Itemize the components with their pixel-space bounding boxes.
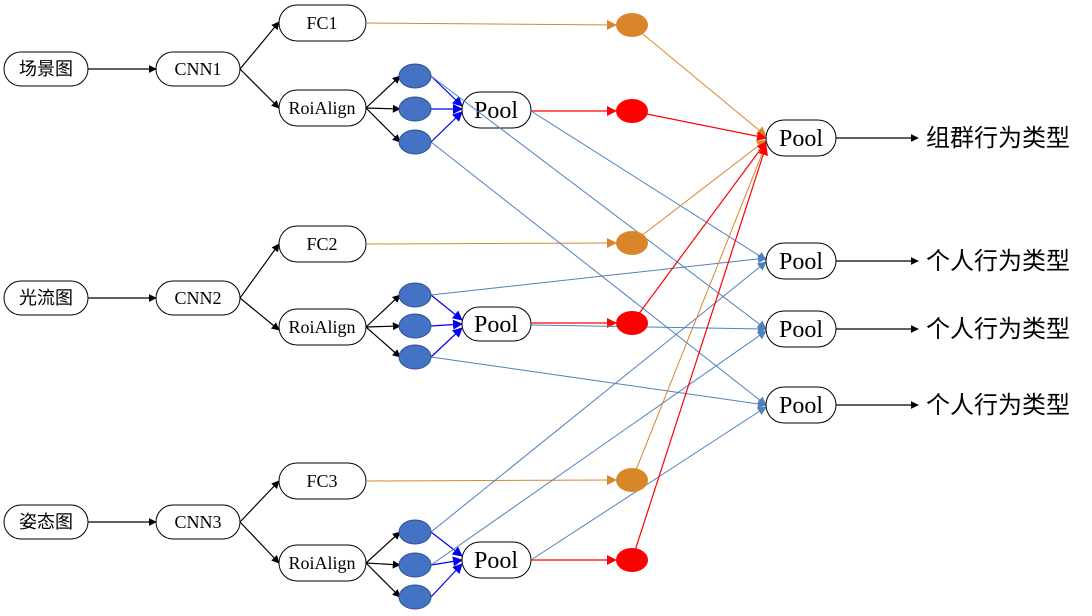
roi-node-1a <box>398 63 432 89</box>
roi-node-2a <box>398 282 432 308</box>
group-pool-label: Pool <box>779 126 823 152</box>
edge-orange3-grouppool <box>631 143 768 481</box>
edge-fc2-orange2 <box>365 238 617 249</box>
roi-node-1c <box>398 129 432 155</box>
input-label-1: 场景图 <box>19 59 73 79</box>
edge-roi1-roi1b <box>365 104 401 113</box>
edge-roi3-roi3a <box>365 531 401 564</box>
roi-node-1b <box>398 96 432 122</box>
fused-feature-nodes <box>616 13 648 572</box>
roi-pool-label-2: Pool <box>474 312 518 338</box>
edge-roi2a-pool2 <box>430 294 463 321</box>
edge-orange1-grouppool <box>631 24 767 137</box>
edge-cnn1-fc1 <box>239 21 280 70</box>
stream-1: 场景图 CNN1 FC1 RoiAlign Pool <box>3 4 532 143</box>
orange-node-1 <box>616 13 648 37</box>
roi-pool-label-1: Pool <box>474 98 518 124</box>
fc-label-1: FC1 <box>306 13 337 33</box>
edge-red3-grouppool <box>631 145 768 561</box>
edge-roi2-roi2a <box>365 294 401 328</box>
individual-output-label-3: 个人行为类型 <box>926 392 1070 419</box>
fc-label-2: FC2 <box>306 234 337 254</box>
edge-roi3a-indpool1 <box>430 261 767 533</box>
edge-roi1-roi1a <box>365 75 401 109</box>
roi-node-2b <box>398 313 432 339</box>
input-label-3: 姿态图 <box>19 512 73 532</box>
fc-label-3: FC3 <box>306 471 337 491</box>
edge-orange2-grouppool <box>631 139 767 244</box>
edge-cnn1-roi1 <box>239 68 280 109</box>
edge-pool2-indpool2 <box>530 324 767 334</box>
roi-node-3b <box>398 552 432 578</box>
individual-pool-label-2: Pool <box>779 317 823 343</box>
edge-roi2c-pool2 <box>430 327 463 358</box>
roi-pool-box-1 <box>461 91 532 129</box>
roialign-label-3: RoiAlign <box>288 553 355 573</box>
edge-red1-grouppool <box>631 110 767 142</box>
edge-pool3-indpool3 <box>530 406 767 561</box>
individual-pool-label-3: Pool <box>779 393 823 419</box>
roi-node-3a <box>398 519 432 545</box>
edge-roi3b-pool3 <box>430 556 463 567</box>
edge-roi2-roi2c <box>365 326 401 358</box>
group-output-label: 组群行为类型 <box>926 125 1070 152</box>
edge-fc1-orange1 <box>365 19 617 30</box>
group-edges <box>631 24 768 561</box>
cnn-label-1: CNN1 <box>174 59 221 79</box>
roi-feature-nodes <box>398 63 432 610</box>
edge-roi2-roi2b <box>365 322 401 331</box>
individual-output-label-1: 个人行为类型 <box>926 248 1070 275</box>
edge-roi2b-pool2 <box>430 319 463 330</box>
orange-node-3 <box>616 468 648 492</box>
edge-red2-grouppool <box>631 141 767 324</box>
edge-roi1-roi1c <box>365 107 401 143</box>
input-label-2: 光流图 <box>19 288 73 308</box>
edge-cnn3-fc3 <box>239 480 280 523</box>
edge-pool1-indpool1 <box>530 110 767 261</box>
edge-roi2c-indpool3 <box>430 356 767 409</box>
edge-roi3b-indpool2 <box>430 330 767 566</box>
edge-roi1c-pool1 <box>430 111 463 143</box>
roi-node-3c <box>398 584 432 610</box>
edge-roi1a-pool1 <box>430 75 463 107</box>
edge-roi3-roi3c <box>365 562 401 598</box>
edge-roi1a-indpool2 <box>430 75 767 330</box>
cnn-label-3: CNN3 <box>174 512 221 532</box>
red-node-2 <box>616 311 648 335</box>
edge-cnn2-roi2 <box>239 297 280 331</box>
feature-edges <box>365 19 617 565</box>
red-node-1 <box>616 99 648 123</box>
edge-roi2a-indpool1 <box>430 254 767 296</box>
roialign-label-1: RoiAlign <box>288 98 355 118</box>
roi-node-2c <box>398 344 432 370</box>
stream-3: 姿态图 CNN3 FC3 RoiAlign Pool <box>3 462 532 598</box>
roi-pool-label-3: Pool <box>474 548 518 574</box>
edge-roi1c-indpool3 <box>430 141 767 406</box>
cnn-label-2: CNN2 <box>174 288 221 308</box>
orange-node-2 <box>616 231 648 255</box>
outputs: Pool 组群行为类型 Pool 个人行为类型 Pool 个人行为类型 Pool… <box>765 119 1070 424</box>
edge-fc3-orange3 <box>365 475 617 486</box>
individual-pool-label-1: Pool <box>779 249 823 275</box>
edge-cnn2-fc2 <box>239 243 280 299</box>
edge-roi3-roi3b <box>365 560 401 569</box>
roi-pool-box-2 <box>461 306 532 342</box>
edge-roi3c-pool3 <box>430 563 463 598</box>
individual-output-label-2: 个人行为类型 <box>926 316 1070 343</box>
stream-2: 光流图 CNN2 FC2 RoiAlign Pool <box>3 225 532 358</box>
roialign-label-2: RoiAlign <box>288 317 355 337</box>
red-node-3 <box>616 548 648 572</box>
edge-roi3a-pool3 <box>430 531 463 557</box>
edge-cnn3-roi3 <box>239 521 280 564</box>
individual-edges <box>430 75 767 566</box>
